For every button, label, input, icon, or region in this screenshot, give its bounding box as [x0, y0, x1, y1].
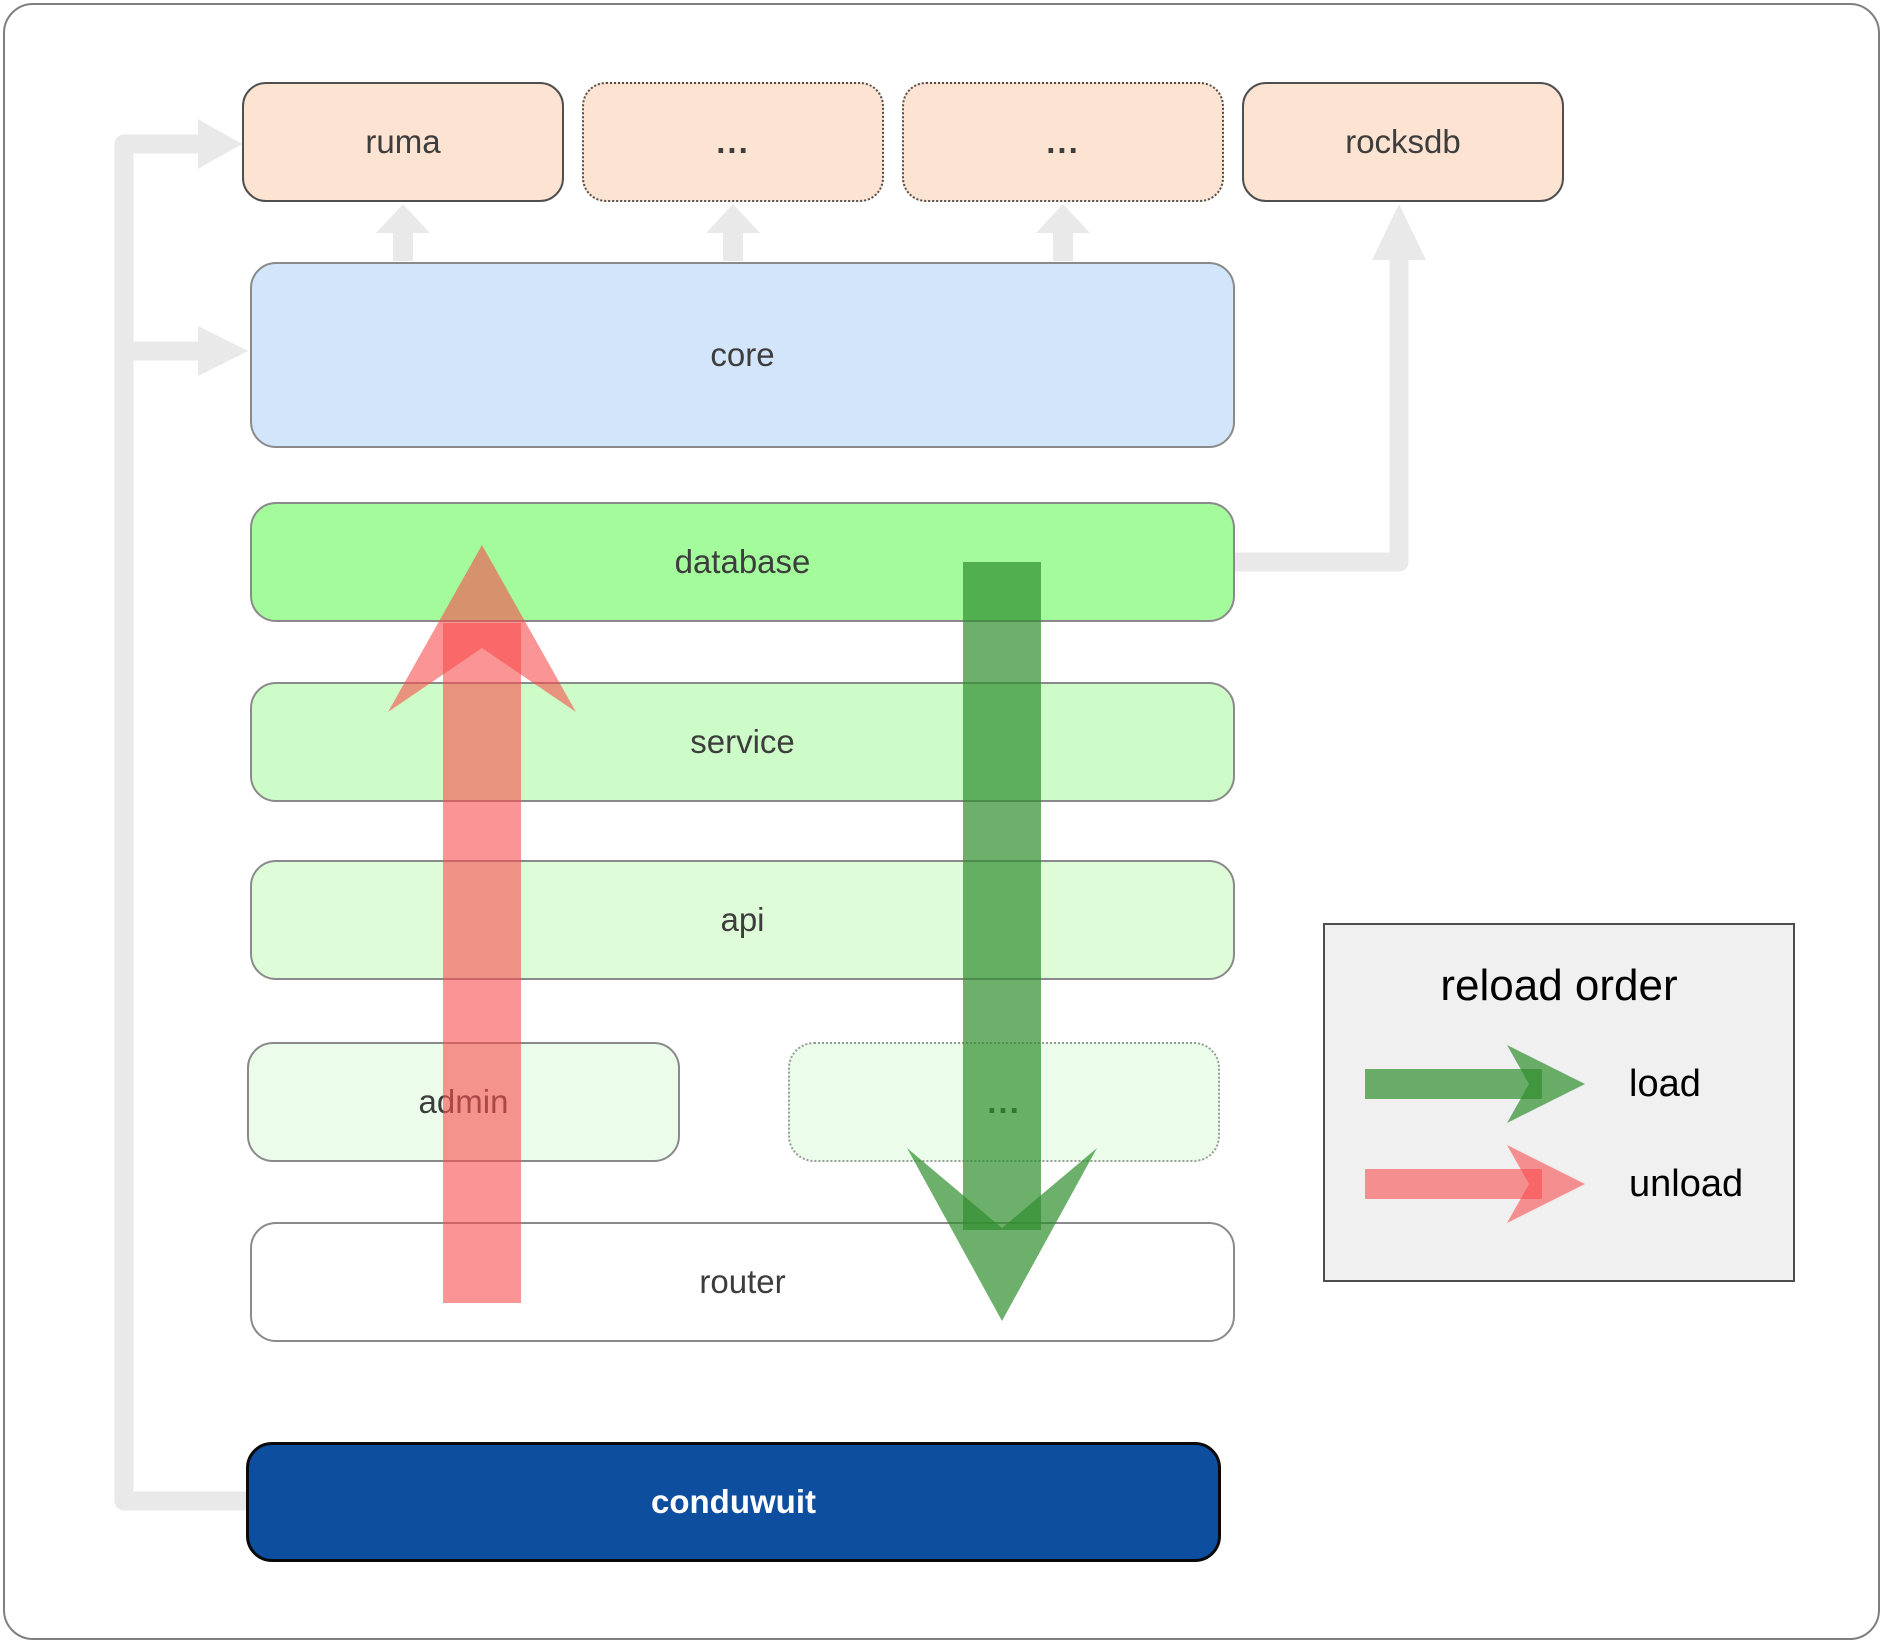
legend-reload-order: reload order load unload	[1323, 923, 1795, 1282]
conduwuit-to-ruma-connector	[114, 134, 246, 1511]
conduwuit-label: conduwuit	[651, 1483, 816, 1520]
box-dependency-2: ...	[582, 82, 884, 202]
admin-etc-label: ...	[987, 1083, 1021, 1120]
admin-label: admin	[418, 1083, 509, 1120]
legend-title: reload order	[1440, 961, 1678, 1010]
rocksdb-label: rocksdb	[1345, 123, 1461, 160]
box-rocksdb: rocksdb	[1242, 82, 1564, 202]
database-label: database	[674, 543, 811, 580]
box-core: core	[250, 262, 1235, 448]
database-to-rocksdb-connector	[1235, 258, 1409, 572]
arrowhead-into-rocksdb-icon	[1372, 204, 1426, 260]
service-label: service	[690, 723, 795, 760]
arrowhead-into-core-icon	[198, 326, 248, 376]
box-conduwuit: conduwuit	[246, 1442, 1221, 1562]
arrowhead-into-ruma-icon	[198, 119, 242, 169]
box-api: api	[250, 860, 1235, 980]
legend-unload-label: unload	[1629, 1162, 1744, 1205]
ruma-label: ruma	[365, 123, 441, 160]
box-ruma: ruma	[242, 82, 564, 202]
router-label: router	[699, 1263, 786, 1300]
box-database: database	[250, 502, 1235, 622]
box-router: router	[250, 1222, 1235, 1342]
legend-load-arrow-icon	[1365, 1045, 1585, 1123]
core-label: core	[710, 336, 775, 373]
arrowhead-core-to-dep2-icon	[706, 204, 760, 233]
legend-unload-arrow-icon	[1365, 1145, 1585, 1223]
box-service: service	[250, 682, 1235, 802]
api-label: api	[720, 901, 765, 938]
arrowhead-core-to-dep3-icon	[1036, 204, 1090, 233]
legend-load-label: load	[1629, 1062, 1701, 1105]
arrowhead-core-to-ruma-icon	[376, 204, 430, 233]
box-admin-etc: ...	[788, 1042, 1220, 1162]
dependency-2-label: ...	[716, 123, 750, 160]
box-admin: admin	[247, 1042, 680, 1162]
dependency-3-label: ...	[1046, 123, 1080, 160]
box-dependency-3: ...	[902, 82, 1224, 202]
